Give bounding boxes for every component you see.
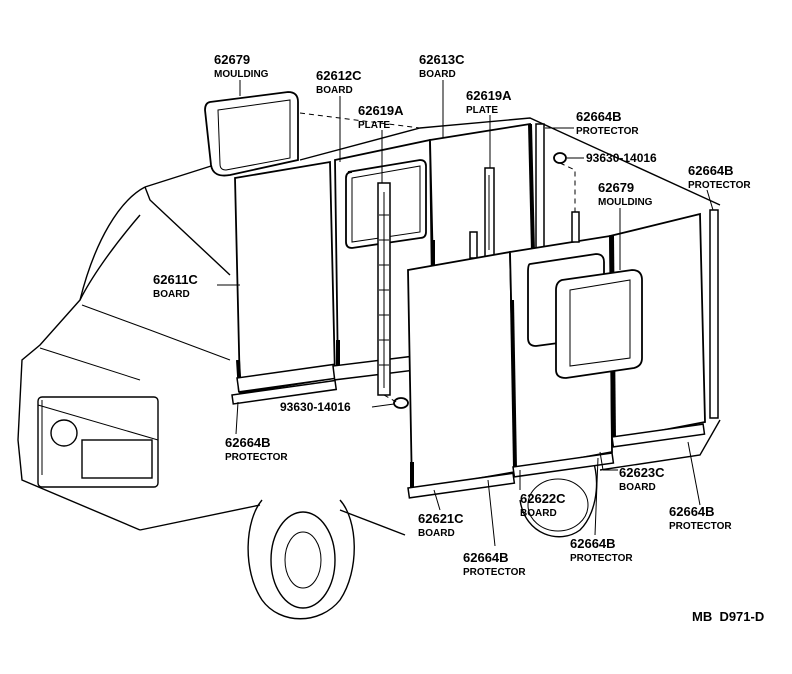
label-plate-left: 62619A PLATE xyxy=(358,103,404,131)
board-upper-center-shape xyxy=(429,122,535,270)
part-name: PROTECTOR xyxy=(576,126,639,137)
part-name: BOARD xyxy=(520,508,557,519)
label-moulding-right: 62679 MOULDING xyxy=(598,180,653,208)
part-number: 62664B xyxy=(570,536,616,551)
part-name: MOULDING xyxy=(214,69,269,80)
board-lower-left-shape xyxy=(407,250,516,492)
part-name: PLATE xyxy=(358,120,390,131)
part-name: PROTECTOR xyxy=(463,567,526,578)
label-board-upper-left: 62612C BOARD xyxy=(316,68,362,96)
label-protector-bottom-right: 62664B PROTECTOR xyxy=(669,504,732,532)
part-number: 62679 xyxy=(598,180,634,195)
part-name: BOARD xyxy=(419,69,456,80)
label-board-left: 62611C BOARD xyxy=(153,272,198,300)
board-left-shape xyxy=(234,160,415,395)
part-name: PROTECTOR xyxy=(688,180,751,191)
clip-upper-shape xyxy=(553,152,576,215)
label-board-lower-left: 62621C BOARD xyxy=(418,511,464,539)
label-protector-bottom-left: 62664B PROTECTOR xyxy=(463,550,526,578)
part-name: PLATE xyxy=(466,105,498,116)
part-number: 62613C xyxy=(419,52,465,67)
part-number: 62679 xyxy=(214,52,250,67)
label-board-lower-right: 62623C BOARD xyxy=(619,465,665,493)
part-number: 62621C xyxy=(418,511,464,526)
part-name: BOARD xyxy=(316,85,353,96)
label-board-upper-center: 62613C BOARD xyxy=(419,52,465,80)
van-body xyxy=(17,112,721,620)
part-number: 62622C xyxy=(520,491,566,506)
diagram-code: MB D971-D xyxy=(692,609,764,624)
plate-left-shape xyxy=(377,182,391,396)
part-name: PROTECTOR xyxy=(669,521,732,532)
protector-far-right-shape xyxy=(709,209,719,419)
label-clip-lower: 93630-14016 xyxy=(280,400,351,414)
part-number: 62664B xyxy=(669,504,715,519)
moulding-right-shape xyxy=(555,269,643,379)
part-number: 62664B xyxy=(576,109,622,124)
label-plate-center: 62619A PLATE xyxy=(466,88,512,116)
leader-lines xyxy=(217,80,714,547)
part-number: 62611C xyxy=(153,272,198,287)
clip-lower-shape xyxy=(383,394,409,409)
part-name: PROTECTOR xyxy=(225,452,288,463)
part-number: 62612C xyxy=(316,68,362,83)
part-number: 62664B xyxy=(688,163,734,178)
label-protector-top-right: 62664B PROTECTOR xyxy=(576,109,639,137)
label-protector-far-right: 62664B PROTECTOR xyxy=(688,163,751,191)
part-number: 62623C xyxy=(619,465,665,480)
label-protector-left: 62664B PROTECTOR xyxy=(225,435,288,463)
part-name: PROTECTOR xyxy=(570,553,633,564)
part-number: 62664B xyxy=(463,550,509,565)
part-number: 62664B xyxy=(225,435,271,450)
label-protector-bottom-center: 62664B PROTECTOR xyxy=(570,536,633,564)
part-name: BOARD xyxy=(619,482,656,493)
part-number: 62619A xyxy=(358,103,404,118)
part-name: BOARD xyxy=(418,528,455,539)
part-number: 62619A xyxy=(466,88,512,103)
part-number: 93630-14016 xyxy=(586,151,657,165)
part-number: 93630-14016 xyxy=(280,400,351,414)
part-name: BOARD xyxy=(153,289,190,300)
label-clip-upper: 93630-14016 xyxy=(586,151,657,165)
label-moulding-top-left: 62679 MOULDING xyxy=(214,52,269,80)
label-board-lower-center: 62622C BOARD xyxy=(520,491,566,519)
part-name: MOULDING xyxy=(598,197,653,208)
moulding-top-left-shape xyxy=(204,91,299,177)
protector-left-shape xyxy=(231,379,338,405)
